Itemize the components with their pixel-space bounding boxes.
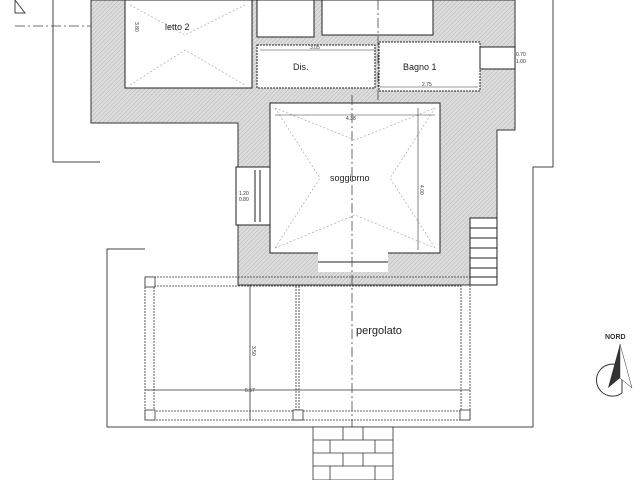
dim-letto2: 3.80 — [133, 22, 139, 32]
dim-window-right-h: 1.00 — [516, 59, 526, 65]
dim-window-left-w: 1.20 — [239, 191, 249, 197]
dim-soggiorno-w: 4.38 — [346, 116, 356, 122]
room-soggiorno — [269, 102, 441, 254]
window-left — [235, 166, 271, 226]
walkway — [312, 426, 394, 480]
label-dis: Dis. — [293, 62, 309, 72]
stairs — [469, 217, 498, 286]
dim-bagno1: 2.75 — [422, 82, 432, 88]
room-bagno-1 — [378, 41, 481, 92]
site-boundary — [52, 0, 100, 163]
dim-pergolato-d: 3.50 — [250, 346, 256, 356]
room-dis — [256, 44, 376, 89]
ceiling-lines — [129, 4, 436, 249]
pergola — [144, 276, 471, 421]
svg-text:NORD: NORD — [605, 334, 626, 341]
dim-window-left-h: 0.80 — [239, 197, 249, 203]
dim-pergolato-w: 6.57 — [245, 388, 255, 394]
label-soggiorno: soggiorno — [330, 173, 370, 183]
label-letto-2: letto 2 — [165, 22, 190, 32]
room-bagno-2 — [256, 0, 315, 38]
dim-soggiorno-d: 4.00 — [418, 185, 424, 195]
room-letto-1 — [321, 0, 434, 36]
dim-window-right-w: 0.70 — [516, 52, 526, 58]
window-right — [479, 46, 516, 70]
room-letto-2 — [124, 0, 253, 89]
label-bagno-1: Bagno 1 — [403, 62, 437, 72]
label-pergolato: pergolato — [356, 325, 402, 337]
dim-dis: 3.05 — [310, 45, 320, 51]
north-arrow-icon: NORD — [596, 334, 633, 397]
site-boundary-right — [106, 0, 554, 428]
